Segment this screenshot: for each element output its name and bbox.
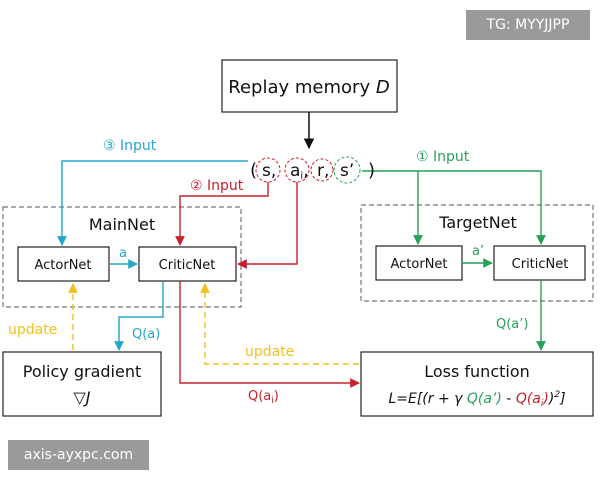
input2-label: ② Input	[190, 178, 244, 194]
input1-arrow	[362, 170, 546, 245]
tuple-s2: s’	[340, 161, 354, 181]
qa-arrow	[114, 282, 164, 351]
tuple-a: ai,	[290, 161, 309, 182]
input1-label: ① Input	[416, 149, 470, 165]
loss-function-title: Loss function	[424, 362, 530, 381]
a-label: a	[119, 246, 127, 261]
tuple-r-circle	[310, 158, 334, 182]
targetnet-frame	[360, 204, 594, 302]
tuple-r: r,	[317, 161, 329, 181]
critic-main-box	[138, 246, 237, 282]
a-prime-label: a’	[472, 244, 484, 259]
update-left-label: update	[8, 322, 57, 338]
watermark-top-right: TG: MYYJJPP	[466, 10, 590, 40]
replay-memory-box	[221, 59, 398, 113]
qai-arrow	[179, 281, 360, 388]
tuple-a-circle	[284, 157, 310, 183]
policy-gradient-symbol: ▽J	[73, 388, 90, 407]
mainnet-frame	[2, 206, 242, 308]
watermark-bottom-left: axis-ayxpc.com	[8, 440, 149, 470]
critic-target-box	[493, 245, 586, 281]
critic-target-label: CriticNet	[512, 257, 569, 272]
qa-prime-label: Q(a’)	[496, 317, 528, 332]
action-to-critic-arrow	[237, 182, 298, 269]
mainnet-label: MainNet	[89, 215, 155, 234]
actor-target-box	[375, 245, 463, 281]
loss-function-formula: L=E[(r + γ Q(a’) - Q(ai))2]	[388, 390, 565, 409]
input3-arrow	[57, 160, 248, 246]
tuple-s2-circle	[333, 156, 361, 184]
actor-main-label: ActorNet	[34, 258, 91, 273]
policy-gradient-title: Policy gradient	[23, 362, 142, 381]
actor-target-label: ActorNet	[390, 257, 447, 272]
qa-label: Q(a)	[132, 327, 160, 342]
tuple-s-circle	[255, 157, 281, 183]
update-mid-label: update	[245, 344, 294, 360]
qai-label: Q(ai)	[248, 389, 279, 406]
loss-function-box	[360, 351, 594, 417]
critic-main-label: CriticNet	[159, 258, 216, 273]
tuple-open-paren: (	[250, 160, 257, 181]
input3-label: ③ Input	[103, 138, 157, 154]
replay-memory-label: Replay memory D	[228, 77, 389, 98]
input2-arrow	[175, 182, 269, 246]
targetnet-label: TargetNet	[438, 213, 517, 232]
tuple-close-paren: )	[368, 160, 375, 181]
tuple-s: s,	[262, 161, 276, 181]
update-mid-arrow	[200, 283, 359, 365]
policy-gradient-box	[2, 351, 162, 417]
